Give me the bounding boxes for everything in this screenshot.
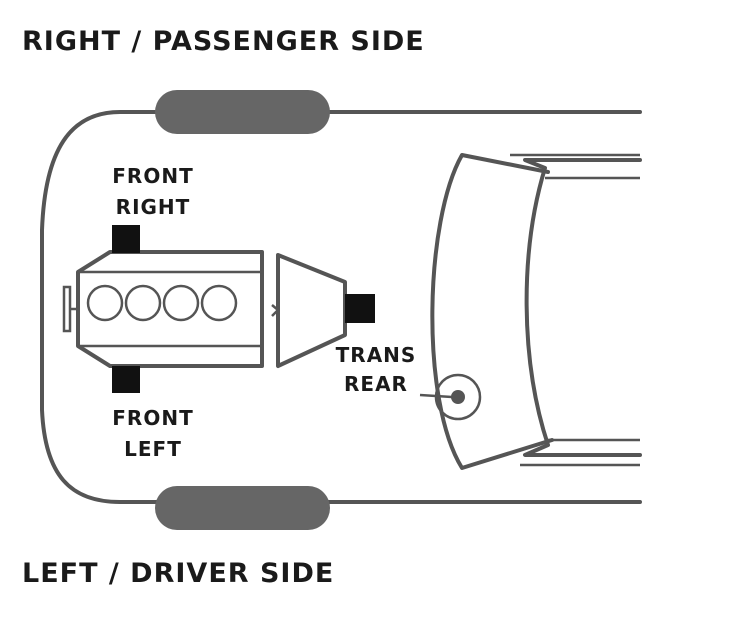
front-right-mount	[112, 225, 140, 253]
cylinder-3	[162, 284, 200, 322]
right-passenger-side-label: RIGHT / PASSENGER SIDE	[22, 26, 425, 57]
a-pillar-top	[510, 153, 640, 180]
front-left-mount	[112, 366, 140, 393]
trans-rear-label-line2: REAR	[344, 372, 408, 396]
front-left-label-line1: FRONT	[112, 406, 193, 430]
a-pillar-bottom	[520, 438, 640, 467]
engine-pulley	[62, 285, 72, 333]
steering-column-center	[451, 390, 465, 404]
cylinder-2	[124, 284, 162, 322]
cylinder-1	[86, 284, 124, 322]
trans-rear-label-line1: TRANS	[336, 343, 417, 367]
front-right-tire	[155, 90, 330, 134]
front-left-tire	[155, 486, 330, 530]
front-right-label-line2: RIGHT	[116, 195, 191, 219]
car-body-outline	[40, 110, 642, 504]
windshield-outline	[523, 158, 642, 457]
trans-rear-mount	[345, 294, 375, 323]
trans-rear-pointer	[419, 393, 453, 399]
front-right-label-line1: FRONT	[112, 164, 193, 188]
cabin-front-outline	[430, 153, 554, 470]
flywheel-notch	[271, 304, 280, 317]
front-left-label-line2: LEFT	[124, 437, 182, 461]
cylinder-4	[200, 284, 238, 322]
left-driver-side-label: LEFT / DRIVER SIDE	[22, 558, 334, 589]
transmission-housing	[276, 253, 347, 368]
